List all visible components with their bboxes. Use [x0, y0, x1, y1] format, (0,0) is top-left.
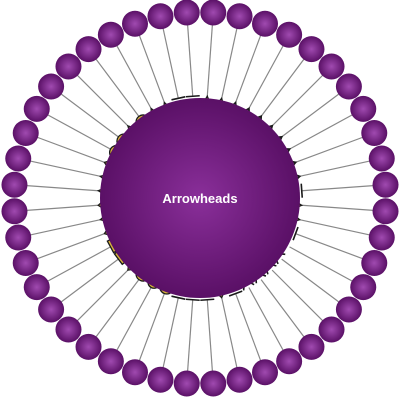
ring-node-9[interactable]: [361, 119, 388, 146]
spoke-40: [88, 48, 140, 117]
ring-node-2[interactable]: [226, 3, 253, 30]
spoke-36: [25, 132, 105, 163]
ring-node-38[interactable]: [38, 73, 65, 100]
spoke-3: [235, 23, 266, 103]
spoke-38: [50, 86, 119, 138]
ring-node-23[interactable]: [173, 370, 200, 397]
ring-node-21[interactable]: [226, 366, 253, 393]
spoke-5: [260, 48, 312, 117]
spoke-8: [289, 108, 364, 150]
spoke-24: [159, 297, 179, 380]
hub-label: Arrowheads: [162, 191, 237, 206]
spoke-28: [68, 269, 129, 330]
ring-node-34[interactable]: [1, 171, 28, 198]
ring-node-26[interactable]: [97, 348, 124, 375]
ring-node-10[interactable]: [368, 145, 395, 172]
ring-node-40[interactable]: [75, 36, 102, 63]
spoke-21: [221, 297, 241, 380]
ring-node-12[interactable]: [372, 198, 399, 225]
ring-node-8[interactable]: [350, 95, 377, 122]
spoke-16: [281, 258, 350, 310]
ring-node-31[interactable]: [12, 250, 39, 277]
spoke-35: [18, 157, 101, 177]
ring-node-33[interactable]: [1, 198, 28, 225]
spoke-27: [88, 279, 140, 348]
ring-node-28[interactable]: [55, 316, 82, 343]
spoke-44: [186, 12, 194, 97]
spoke-13: [299, 219, 382, 239]
spoke-23: [186, 299, 194, 384]
arrowhead-tee-44: [185, 94, 200, 98]
ring-node-24[interactable]: [147, 366, 174, 393]
spoke-32: [18, 219, 101, 239]
hub-circle[interactable]: [100, 98, 300, 298]
ring-node-32[interactable]: [5, 224, 32, 251]
spokes: [14, 12, 386, 384]
ring-node-4[interactable]: [276, 21, 303, 48]
spoke-4: [248, 34, 290, 109]
ring-node-27[interactable]: [75, 333, 102, 360]
spoke-2: [221, 16, 241, 99]
ring-node-3[interactable]: [252, 10, 279, 37]
ring-node-6[interactable]: [318, 53, 345, 80]
ring-node-14[interactable]: [361, 250, 388, 277]
ring-node-44[interactable]: [173, 0, 200, 26]
ring-node-36[interactable]: [12, 119, 39, 146]
spoke-30: [36, 246, 111, 288]
spoke-39: [68, 66, 129, 127]
ring-node-30[interactable]: [23, 274, 50, 301]
ring-node-29[interactable]: [38, 296, 65, 323]
ring-node-43[interactable]: [147, 3, 174, 30]
spoke-1: [206, 12, 214, 97]
ring-node-42[interactable]: [121, 10, 148, 37]
spoke-12: [301, 204, 386, 212]
spoke-10: [299, 157, 382, 177]
ring-node-22[interactable]: [200, 370, 227, 397]
ring-node-25[interactable]: [121, 359, 148, 386]
arrowhead-tee-20: [228, 290, 243, 297]
ring-node-41[interactable]: [97, 21, 124, 48]
spoke-41: [110, 34, 152, 109]
spoke-22: [206, 299, 214, 384]
ring-node-17[interactable]: [318, 316, 345, 343]
spoke-33: [14, 204, 99, 212]
ring-node-39[interactable]: [55, 53, 82, 80]
spoke-43: [159, 16, 179, 99]
ring-node-5[interactable]: [298, 36, 325, 63]
ring-node-20[interactable]: [252, 359, 279, 386]
spoke-42: [134, 23, 165, 103]
spoke-9: [295, 132, 375, 163]
spoke-17: [271, 269, 332, 330]
arrowhead-tee-24: [171, 295, 186, 300]
arrowhead-tee-23: [185, 298, 200, 302]
spoke-18: [260, 279, 312, 348]
ring-node-13[interactable]: [368, 224, 395, 251]
spoke-19: [248, 287, 290, 362]
spoke-11: [301, 184, 386, 192]
ring-node-1[interactable]: [200, 0, 227, 26]
spoke-26: [110, 287, 152, 362]
ring-node-16[interactable]: [335, 296, 362, 323]
spoke-37: [36, 108, 111, 150]
spoke-25: [134, 293, 165, 373]
ring-node-7[interactable]: [335, 73, 362, 100]
spoke-29: [50, 258, 119, 310]
ring-node-19[interactable]: [276, 348, 303, 375]
spoke-20: [235, 293, 266, 373]
arrowhead-tee-11: [300, 183, 304, 198]
spoke-14: [295, 233, 375, 264]
ring-node-11[interactable]: [372, 171, 399, 198]
ring-node-35[interactable]: [5, 145, 32, 172]
spoke-34: [14, 184, 99, 192]
ring-node-37[interactable]: [23, 95, 50, 122]
ring-node-18[interactable]: [298, 333, 325, 360]
spoke-31: [25, 233, 105, 264]
spoke-6: [271, 66, 332, 127]
ring-node-15[interactable]: [350, 274, 377, 301]
spoke-15: [289, 246, 364, 288]
spoke-7: [281, 86, 350, 138]
